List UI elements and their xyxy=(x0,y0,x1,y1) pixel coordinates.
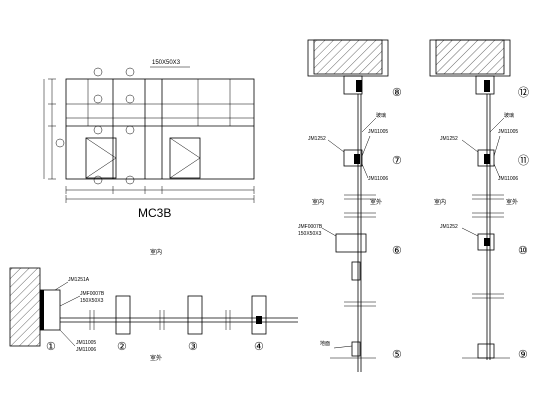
plan-callout-jmf0007b: JMF0007B xyxy=(80,291,105,297)
left-callout-profile: 150X50X3 xyxy=(298,231,322,237)
plan-indoor-label: 室内 xyxy=(150,248,162,256)
right-callout-jm1252-lower: JM1252 xyxy=(440,224,458,230)
plan-callout-jm11006: JM11006 xyxy=(76,347,96,353)
left-marker-7: ⑦ xyxy=(392,155,402,167)
elevation-view: 150X50X3 MC3B xyxy=(43,60,255,220)
plan-marker-2: ② xyxy=(117,341,127,353)
left-callout-jm11005: JM11005 xyxy=(368,129,388,135)
right-callout-jm11006: JM11006 xyxy=(498,176,518,182)
left-callout-jmf0007b: JMF0007B xyxy=(298,224,323,230)
left-callout-jm1252: JM1252 xyxy=(308,136,326,142)
right-callout-jm11005: JM11005 xyxy=(498,129,518,135)
vertical-section-right: 玻璃 JM1252 JM11005 JM11006 JM1252 室内 室外 ⑫… xyxy=(429,39,529,361)
left-indoor-label: 室内 xyxy=(312,198,324,206)
elevation-material-note: 150X50X3 xyxy=(152,60,181,66)
left-marker-6: ⑥ xyxy=(392,245,402,257)
plan-marker-4: ④ xyxy=(254,341,264,353)
left-marker-5: ⑤ xyxy=(392,349,402,361)
elevation-title: MC3B xyxy=(138,206,171,220)
left-callout-floor: 地面 xyxy=(320,340,330,347)
plan-marker-1: ① xyxy=(46,341,56,353)
plan-callout-jm1251a: JM1251A xyxy=(68,277,90,283)
vertical-section-left: 玻璃 JM1252 JM11005 JM11006 JMF0007B 150X5… xyxy=(298,39,402,372)
right-marker-11: ⑪ xyxy=(518,154,529,167)
left-marker-8: ⑧ xyxy=(392,87,402,99)
left-callout-glass: 玻璃 xyxy=(376,112,386,119)
right-outdoor-label: 室外 xyxy=(506,198,518,206)
right-marker-9: ⑨ xyxy=(518,349,528,361)
right-callout-glass: 玻璃 xyxy=(504,112,514,119)
left-outdoor-label: 室外 xyxy=(370,198,382,206)
plan-callout-profile: 150X50X3 xyxy=(80,298,104,304)
right-marker-10: ⑩ xyxy=(518,245,528,257)
plan-callout-jm11005: JM11005 xyxy=(76,340,96,346)
right-marker-12: ⑫ xyxy=(518,86,529,99)
left-callout-jm11006: JM11006 xyxy=(368,176,388,182)
plan-marker-3: ③ xyxy=(188,341,198,353)
right-callout-jm1252: JM1252 xyxy=(440,136,458,142)
plan-outdoor-label: 室外 xyxy=(150,354,162,362)
right-indoor-label: 室内 xyxy=(434,198,446,206)
plan-section-view: JM1251A JMF0007B 150X50X3 JM11005 JM1100… xyxy=(9,248,298,362)
